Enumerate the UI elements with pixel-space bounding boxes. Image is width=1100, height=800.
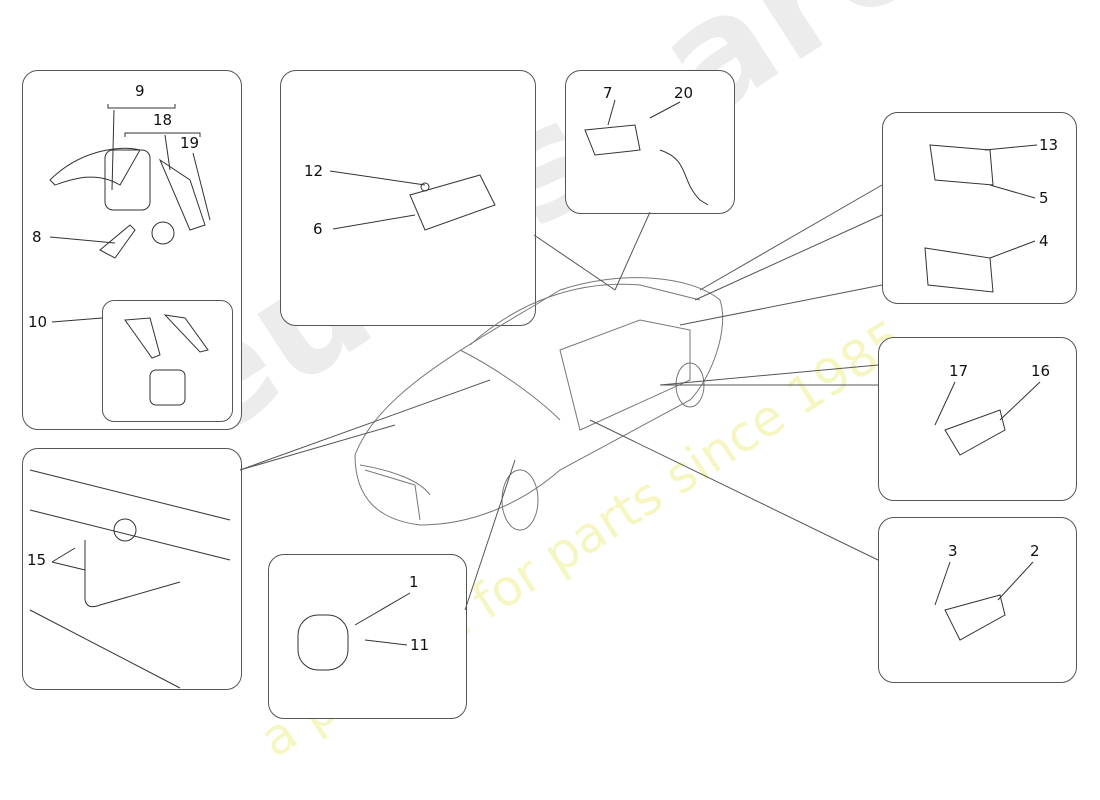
- part-label-6: 6: [313, 220, 323, 238]
- part-label-10: 10: [28, 313, 48, 331]
- panel-door-antenna-rear: [878, 337, 1077, 501]
- car-illustration: [354, 277, 724, 531]
- panel-antenna-module: [565, 70, 735, 214]
- part-label-15: 15: [27, 551, 47, 569]
- part-label-9: 9: [135, 82, 145, 100]
- panel-spare-keys: [102, 300, 233, 422]
- part-label-20: 20: [674, 84, 694, 102]
- panel-control-unit: [280, 70, 536, 326]
- leader-lines: [239, 184, 883, 611]
- part-label-19: 19: [180, 134, 200, 152]
- part-leaders: [49, 99, 1041, 646]
- panel-bonnet-switch: [22, 448, 242, 690]
- part-label-13: 13: [1039, 136, 1059, 154]
- part-label-7: 7: [603, 84, 613, 102]
- panel-receiver: [882, 112, 1077, 304]
- panel-siren: [268, 554, 467, 719]
- part-label-16: 16: [1031, 362, 1051, 380]
- part-label-11: 11: [410, 636, 430, 654]
- part-label-3: 3: [948, 542, 958, 560]
- part-label-17: 17: [949, 362, 969, 380]
- part-label-12: 12: [304, 162, 324, 180]
- part-label-8: 8: [32, 228, 42, 246]
- part-label-1: 1: [409, 573, 419, 591]
- part-label-5: 5: [1039, 189, 1049, 207]
- panel-door-antenna-front: [878, 517, 1077, 683]
- part-label-4: 4: [1039, 232, 1049, 250]
- part-label-2: 2: [1030, 542, 1040, 560]
- part-sketches: [29, 124, 1006, 689]
- part-label-18: 18: [153, 111, 173, 129]
